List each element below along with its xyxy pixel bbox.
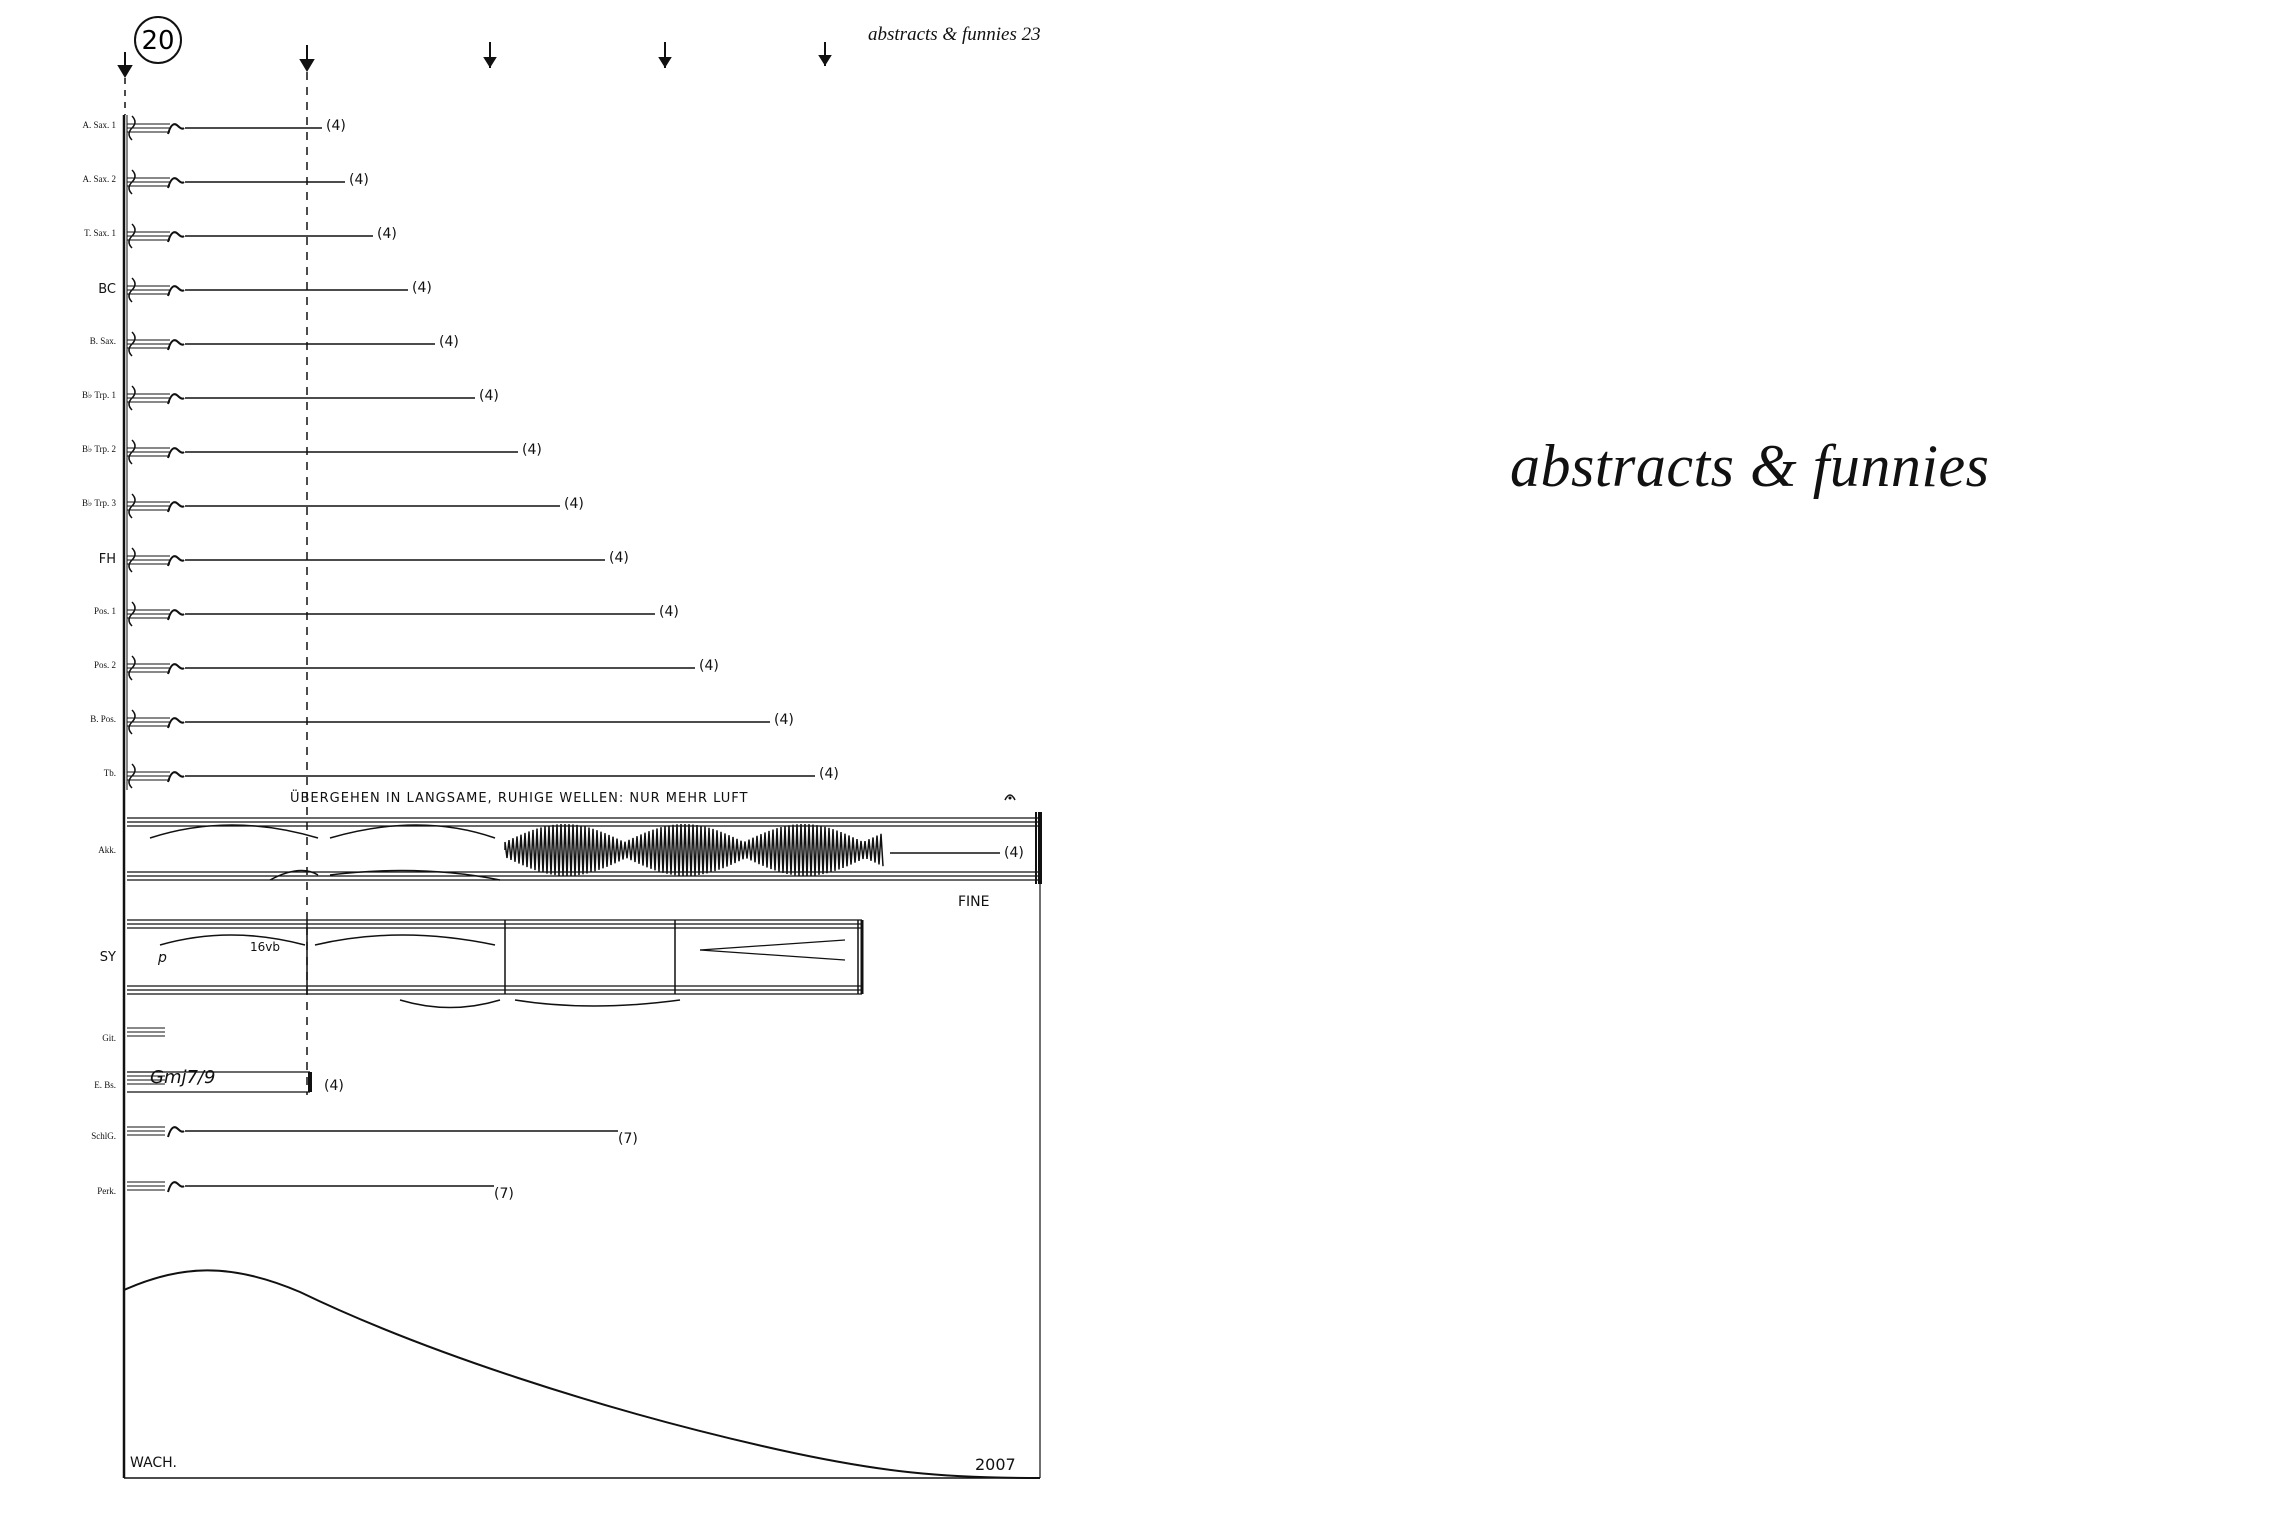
end-mark: (4) bbox=[377, 226, 397, 242]
sy-label: SY bbox=[99, 950, 116, 965]
instrument-label: T. Sax. 1 bbox=[84, 228, 116, 238]
instrument-label: Tb. bbox=[103, 768, 116, 778]
end-mark: (4) bbox=[659, 604, 679, 620]
akk-system bbox=[127, 794, 1042, 884]
akk-instruction: ÜBERGEHEN IN LANGSAME, RUHIGE WELLEN: NU… bbox=[290, 791, 749, 806]
end-mark: (4) bbox=[774, 712, 794, 728]
rehearsal-mark: 20 bbox=[134, 16, 182, 64]
git-label: Git. bbox=[102, 1033, 116, 1043]
instrument-label: A. Sax. 1 bbox=[82, 120, 117, 130]
instrument-label: B. Sax. bbox=[89, 336, 116, 346]
instrument-label: BC bbox=[98, 282, 116, 297]
ebs-end-mark: (4) bbox=[324, 1078, 344, 1094]
end-mark: (4) bbox=[326, 118, 346, 134]
instrument-label: A. Sax. 2 bbox=[82, 174, 117, 184]
score-page: 20 bbox=[117, 16, 1042, 1479]
end-mark: (4) bbox=[412, 280, 432, 296]
instrument-label: B♭ Trp. 1 bbox=[81, 390, 116, 400]
ebs-label: E. Bs. bbox=[94, 1080, 116, 1090]
end-mark: (4) bbox=[564, 496, 584, 512]
schlg-end-mark: (7) bbox=[618, 1131, 638, 1147]
sy-dynamic: p bbox=[158, 950, 167, 966]
instrument-label: FH bbox=[98, 552, 116, 567]
page-header: abstracts & funnies 23 bbox=[868, 24, 1041, 45]
schlg-label: SchlG. bbox=[91, 1131, 116, 1141]
end-mark: (4) bbox=[522, 442, 542, 458]
instrument-label: Pos. 2 bbox=[93, 660, 116, 670]
instrument-label: B♭ Trp. 3 bbox=[81, 498, 116, 508]
end-mark: (4) bbox=[349, 172, 369, 188]
instrument-label: B. Pos. bbox=[90, 714, 116, 724]
end-mark: (4) bbox=[439, 334, 459, 350]
dynamic-curve bbox=[123, 1269, 1041, 1479]
perk-label: Perk. bbox=[97, 1186, 116, 1196]
instrument-label: Pos. 1 bbox=[93, 606, 116, 616]
signature: WACH. bbox=[130, 1455, 177, 1471]
book-title: abstracts & funnies bbox=[1510, 433, 1990, 499]
sy-system bbox=[127, 919, 864, 1009]
cue-arrows bbox=[117, 42, 832, 78]
sy-octave: 16vb bbox=[250, 940, 280, 954]
instrument-label: B♭ Trp. 2 bbox=[81, 444, 116, 454]
end-mark: (4) bbox=[479, 388, 499, 404]
end-mark: (4) bbox=[819, 766, 839, 782]
end-mark: (4) bbox=[609, 550, 629, 566]
rehearsal-mark-text: 20 bbox=[141, 26, 174, 56]
akk-end-mark: (4) bbox=[1004, 845, 1024, 861]
akk-label: Akk. bbox=[98, 845, 116, 855]
ebs-chord: Gmj7/9 bbox=[150, 1067, 216, 1088]
end-mark: (4) bbox=[699, 658, 719, 674]
year: 2007 bbox=[975, 1455, 1016, 1474]
fine-label: FINE bbox=[958, 894, 990, 910]
instrument-staves bbox=[127, 115, 815, 1193]
perk-end-mark: (7) bbox=[494, 1186, 514, 1202]
